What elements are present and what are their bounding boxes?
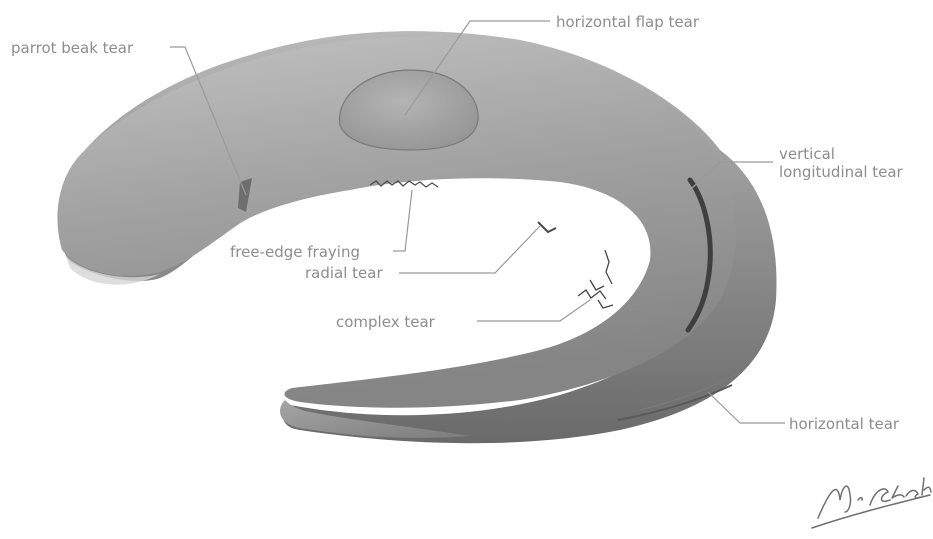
label-radial-tear: radial tear	[305, 264, 383, 282]
leader-complex	[477, 300, 590, 321]
leader-radial	[399, 226, 540, 273]
label-horizontal-flap-tear: horizontal flap tear	[556, 13, 699, 31]
label-vertical-line-2: longitudinal tear	[779, 163, 903, 181]
complex-tear-lines	[578, 250, 613, 308]
artist-signature	[812, 478, 931, 528]
label-horizontal-tear: horizontal tear	[789, 415, 899, 433]
label-free-edge-fraying: free-edge fraying	[230, 243, 360, 261]
label-vertical-line-1: vertical	[779, 145, 903, 163]
label-parrot-beak-tear: parrot beak tear	[11, 39, 133, 57]
leader-horizontal-tear	[708, 392, 785, 423]
leader-free-edge-fraying	[393, 190, 412, 251]
label-vertical-longitudinal-tear: vertical longitudinal tear	[779, 145, 903, 181]
radial-tear-line	[538, 222, 556, 232]
label-complex-tear: complex tear	[336, 313, 435, 331]
